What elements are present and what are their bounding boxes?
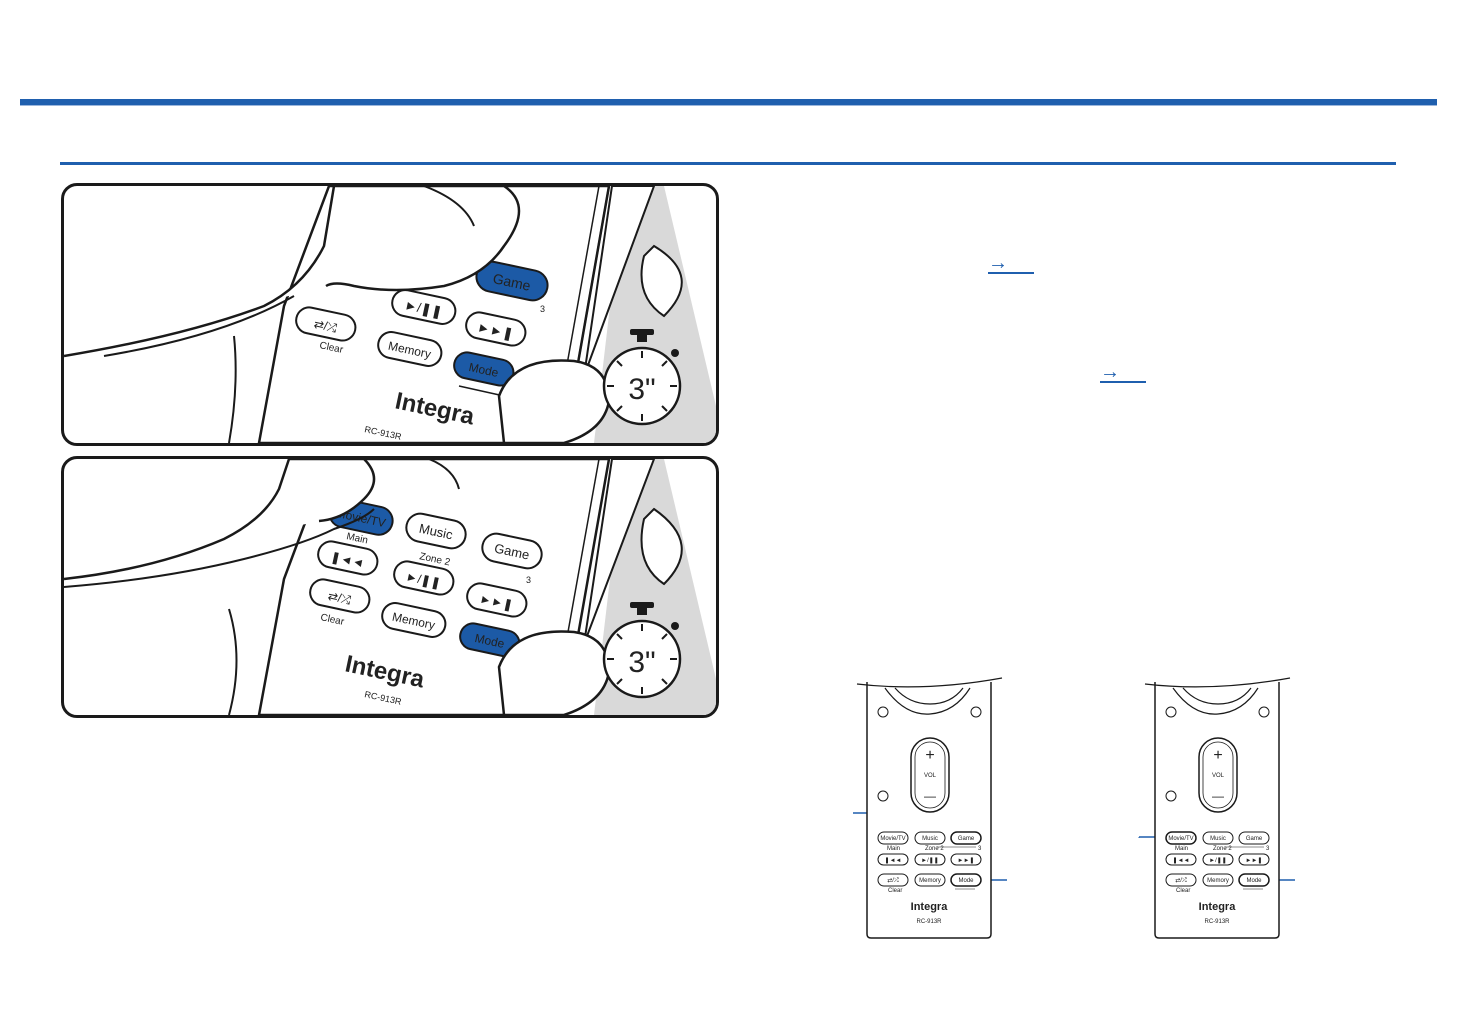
vol-minus-label: — [924, 789, 936, 803]
illustration-panel-mode-game: Game 3 ►/❚❚ ►►❚ ⇄/⤮ Clear Memory Mode [61, 183, 719, 446]
brand-logo-small: Integra [911, 901, 949, 913]
main-label: Main [345, 531, 369, 546]
timer-label: 3" [628, 373, 655, 406]
game-button-label-2: Game [493, 540, 531, 562]
section-rule [60, 162, 1396, 165]
main-label-2: Main [1175, 846, 1188, 852]
svg-text:❚◄◄: ❚◄◄ [329, 550, 365, 571]
main-label: Main [887, 846, 900, 852]
zone3-label-2: 3 [1266, 846, 1270, 852]
svg-text:⇄/⤮: ⇄/⤮ [1175, 877, 1187, 884]
vol-label-2: VOL [1212, 773, 1225, 779]
svg-text:⇄/⤮: ⇄/⤮ [313, 317, 339, 336]
svg-text:❚◄◄: ❚◄◄ [885, 857, 902, 864]
page-reference-link-2[interactable]: → [1100, 362, 1146, 383]
music-label: Music [922, 836, 938, 842]
music-button-label: Music [418, 521, 455, 543]
header-rule [20, 99, 1437, 106]
memory-label-2: Memory [1207, 878, 1229, 884]
mode-label: Mode [958, 878, 974, 884]
remote-press-illustration: Game 3 ►/❚❚ ►►❚ ⇄/⤮ Clear Memory Mode [64, 186, 716, 443]
mode-button-label-2: Mode [473, 631, 506, 651]
svg-text:⇄/⤮: ⇄/⤮ [327, 589, 353, 608]
clear-label-2: Clear [319, 612, 345, 628]
stopwatch-icon-2: 3" [602, 602, 682, 699]
mode-button-label: Mode [467, 360, 500, 380]
model-label-small-2: RC-913R [1204, 919, 1230, 925]
svg-text:►►❚: ►►❚ [958, 857, 975, 864]
svg-text:►►❚: ►►❚ [1246, 857, 1263, 864]
vol-plus-label: + [925, 747, 934, 764]
zone3-label: 3 [540, 304, 545, 314]
stopwatch-icon: 3" [602, 329, 682, 426]
zone2-label-2: Zone 2 [1213, 846, 1232, 852]
vol-label: VOL [924, 773, 937, 779]
zone3-label-2: 3 [526, 575, 531, 585]
music-label-2: Music [1210, 836, 1226, 842]
brand-logo-small-2: Integra [1199, 901, 1237, 913]
svg-text:►/❚❚: ►/❚❚ [921, 857, 939, 864]
zone3-label: 3 [978, 846, 982, 852]
illustration-panel-mode-movietv: Movie/TV Main Music Zone 2 Game 3 ❚◄◄ ►/… [61, 456, 719, 718]
zone2-label: Zone 2 [925, 846, 944, 852]
remote-press-illustration-2: Movie/TV Main Music Zone 2 Game 3 ❚◄◄ ►/… [64, 459, 716, 715]
vol-plus-label-2: + [1213, 747, 1222, 764]
timer-label-2: 3" [628, 646, 655, 679]
svg-text:⇄/⤮: ⇄/⤮ [887, 877, 899, 884]
movie-tv-label-2: Movie/TV [1168, 836, 1193, 842]
clear-label: Clear [318, 340, 344, 356]
game-button-label: Game [491, 270, 532, 294]
game-label: Game [958, 836, 975, 842]
model-label-small: RC-913R [916, 919, 942, 925]
svg-text:►►❚: ►►❚ [478, 592, 514, 613]
game-label-2: Game [1246, 836, 1263, 842]
svg-text:►/❚❚: ►/❚❚ [1209, 857, 1227, 864]
mode-label-2: Mode [1246, 878, 1262, 884]
memory-label: Memory [919, 878, 941, 884]
clear-label-2: Clear [1176, 888, 1190, 894]
clear-label: Clear [888, 888, 902, 894]
svg-text:❚◄◄: ❚◄◄ [1173, 857, 1190, 864]
remote-diagram-game-mode: + VOL — Movie/TV Music Game Main Zone 2 … [845, 676, 1035, 946]
vol-minus-label-2: — [1212, 789, 1224, 803]
page-reference-link-1[interactable]: → [988, 253, 1034, 274]
remote-diagram-movietv-mode: + VOL — Movie/TV Music Game Main Zone 2 … [1133, 676, 1323, 946]
movie-tv-label: Movie/TV [880, 836, 905, 842]
